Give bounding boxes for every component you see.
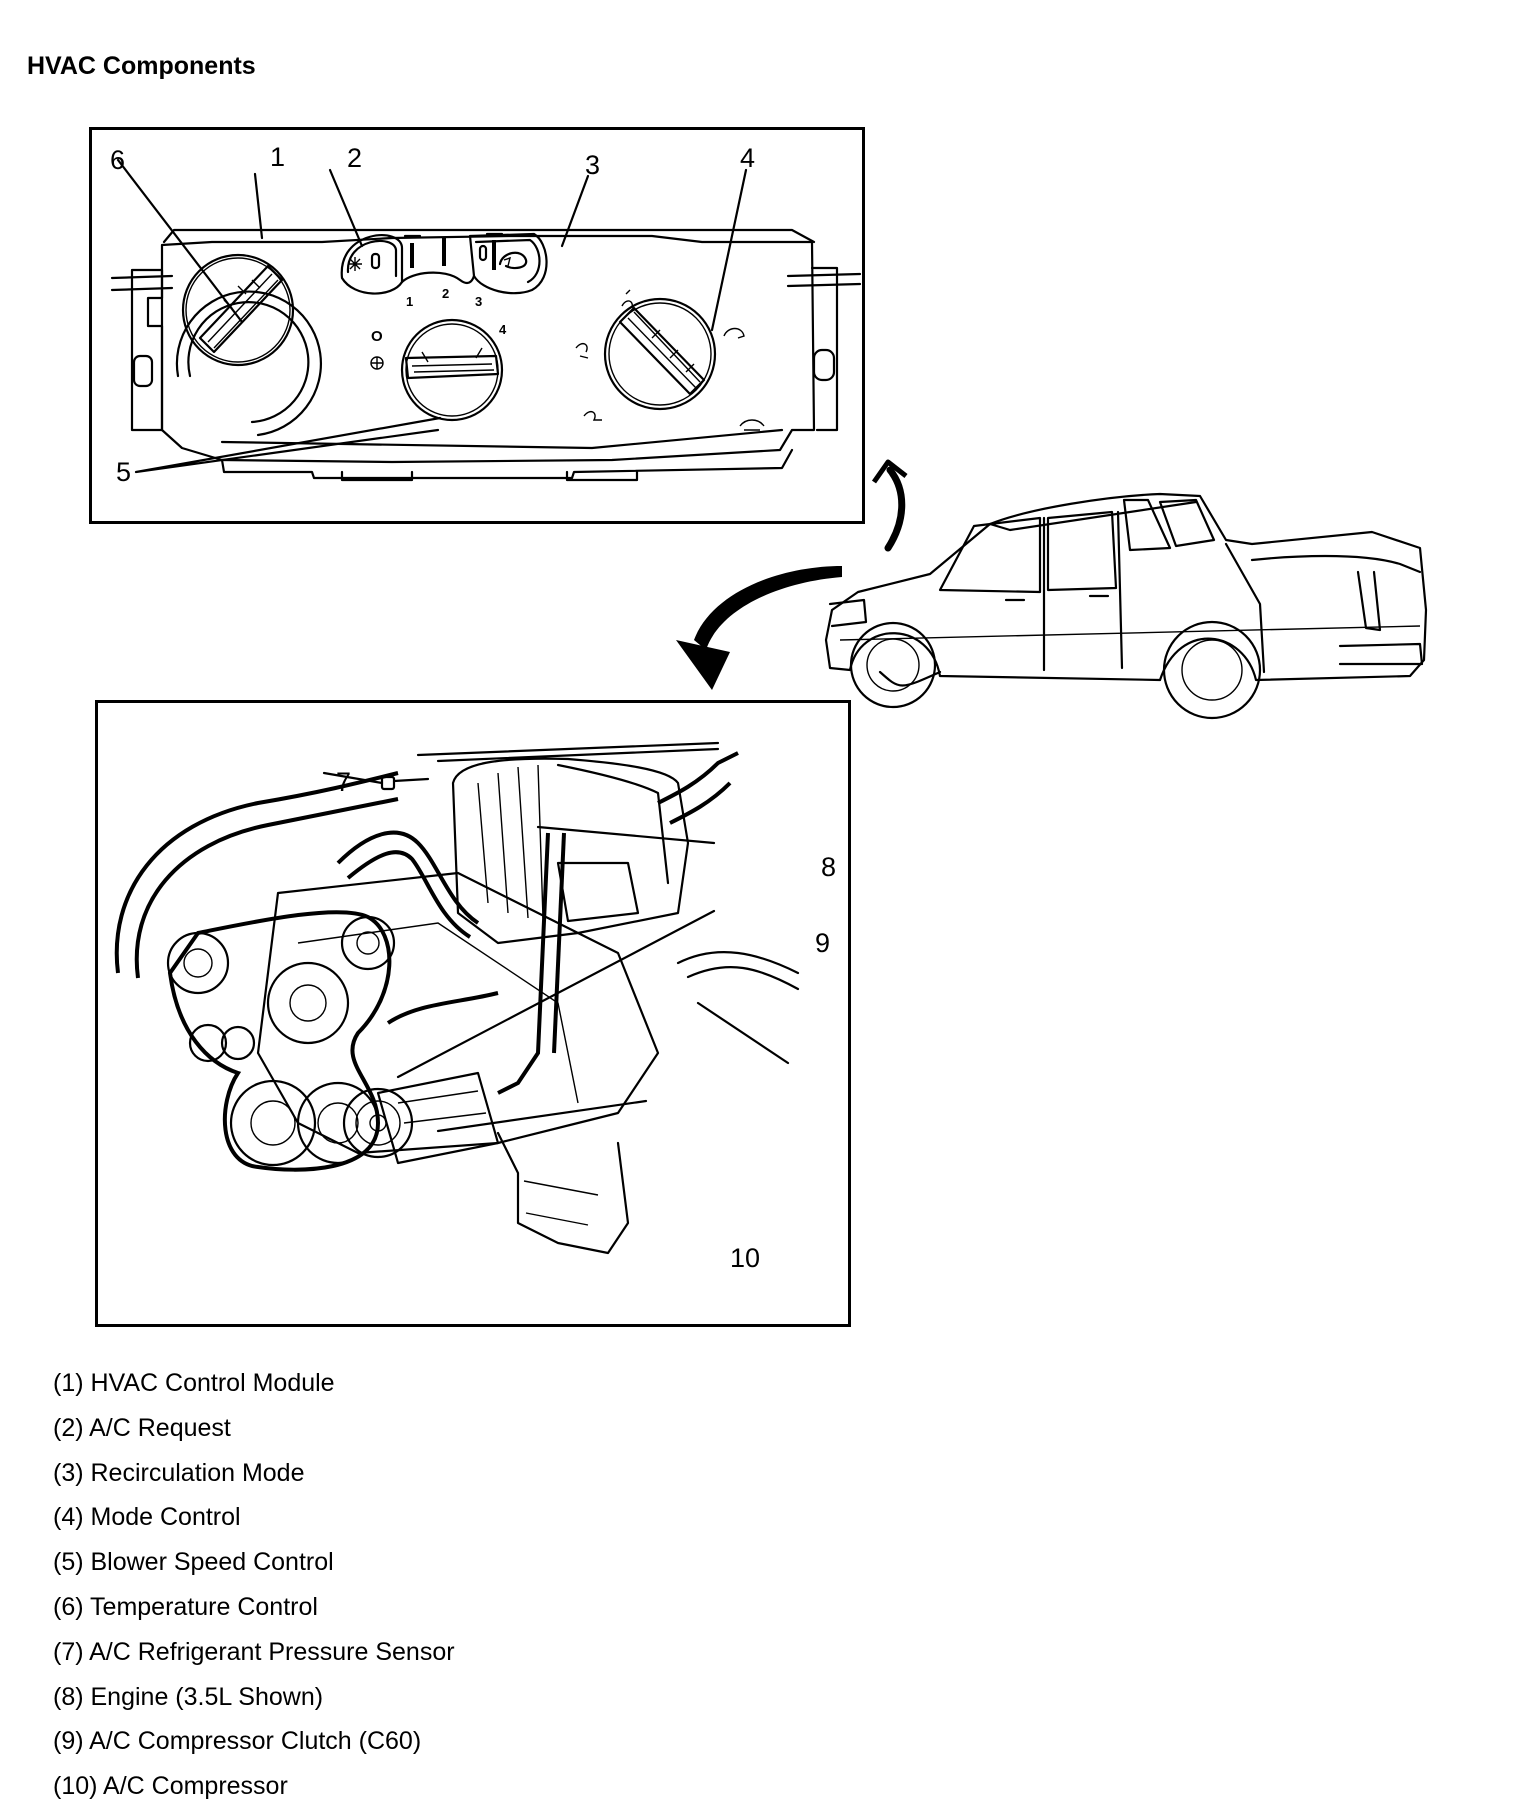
legend-item-9: (9) A/C Compressor Clutch (C60) bbox=[53, 1727, 422, 1756]
callout-10: 10 bbox=[730, 1243, 761, 1273]
callout-5: 5 bbox=[116, 457, 132, 487]
blower-speed-control-knob: O 1 2 3 4 bbox=[370, 286, 507, 422]
callout-1: 1 bbox=[270, 142, 286, 172]
bi-level-icon bbox=[575, 342, 589, 359]
legend-item-2: (2) A/C Request bbox=[53, 1413, 231, 1442]
mode-control-knob bbox=[575, 289, 765, 431]
engine-drawing bbox=[114, 741, 800, 1255]
legend-item-8: (8) Engine (3.5L Shown) bbox=[53, 1682, 324, 1711]
arrow-to-control-panel bbox=[871, 459, 908, 552]
page-title: HVAC Components bbox=[27, 52, 256, 80]
floor-vent-icon bbox=[583, 410, 602, 421]
defrost-icon bbox=[739, 419, 765, 431]
callout-6: 6 bbox=[110, 145, 126, 175]
callout-7: 7 bbox=[336, 767, 352, 797]
callout-4: 4 bbox=[740, 143, 756, 173]
panel-vent-icon bbox=[621, 289, 634, 309]
recirc-side-icon bbox=[723, 327, 745, 339]
ac-request-button bbox=[340, 234, 404, 295]
engine-3-5l bbox=[256, 757, 690, 1255]
hvac-control-panel-illustration: O 1 2 3 4 bbox=[89, 127, 865, 524]
legend-item-1: (1) HVAC Control Module bbox=[53, 1369, 335, 1397]
callout-8: 8 bbox=[821, 852, 837, 882]
blower-speed-3: 3 bbox=[475, 294, 482, 309]
legend-item-7: (7) A/C Refrigerant Pressure Sensor bbox=[53, 1637, 455, 1666]
blower-speed-1: 1 bbox=[406, 294, 413, 309]
legend-item-5: (5) Blower Speed Control bbox=[53, 1548, 334, 1577]
blower-speed-4: 4 bbox=[499, 322, 507, 337]
recirculation-icon bbox=[498, 251, 528, 270]
pickup-truck-illustration bbox=[824, 492, 1428, 720]
ac-refrigerant-pressure-sensor bbox=[380, 775, 430, 791]
legend-item-3: (3) Recirculation Mode bbox=[53, 1458, 305, 1487]
fan-icon bbox=[370, 356, 384, 370]
hvac-control-module-drawing: O 1 2 3 4 bbox=[110, 158, 862, 482]
callout-2: 2 bbox=[347, 143, 363, 173]
legend-item-10: (10) A/C Compressor bbox=[53, 1772, 288, 1801]
blower-speed-2: 2 bbox=[442, 286, 449, 301]
snowflake-icon bbox=[348, 257, 362, 271]
recirculation-mode-button bbox=[468, 232, 548, 295]
arrow-to-engine bbox=[676, 566, 842, 690]
legend-item-4: (4) Mode Control bbox=[53, 1503, 241, 1532]
callout-3: 3 bbox=[585, 150, 601, 180]
blower-speed-off: O bbox=[371, 328, 383, 345]
callout-9: 9 bbox=[815, 928, 831, 958]
temperature-control-knob bbox=[175, 253, 323, 437]
component-legend: (1) HVAC Control Module (2) A/C Request … bbox=[53, 1368, 455, 1816]
ac-compressor-clutch bbox=[342, 1087, 414, 1159]
legend-item-6: (6) Temperature Control bbox=[53, 1592, 318, 1621]
engine-compartment-illustration: 7 8 9 10 bbox=[95, 700, 851, 1327]
